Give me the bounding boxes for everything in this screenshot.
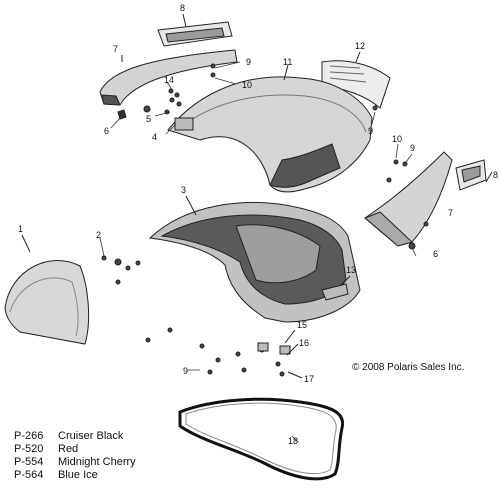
callout-17: 17: [304, 374, 314, 384]
color-code-legend: P-266 Cruiser Black P-520 Red P-554 Midnigh…: [14, 430, 136, 482]
callout-labels: 8 7 9 10 11 12 14 5 6 4 9 10 9 8 7 6 3 1…: [18, 3, 498, 446]
legend-color: Red: [58, 443, 79, 455]
legend-color: Midnight Cherry: [58, 456, 136, 468]
callout-8-top: 8: [180, 3, 185, 13]
part-18-gasket: [178, 397, 345, 481]
callout-12: 12: [355, 41, 365, 51]
callout-9-bottom: 9: [183, 366, 188, 376]
callout-7-right: 7: [448, 208, 453, 218]
callout-6-right: 6: [433, 249, 438, 259]
callout-11: 11: [283, 57, 292, 67]
callout-4: 4: [152, 132, 157, 142]
part-2-fasteners: [101, 255, 141, 285]
legend-row: P-520 Red: [14, 443, 136, 456]
legend-row: P-554 Midnight Cherry: [14, 456, 136, 469]
callout-2: 2: [96, 230, 101, 240]
part-11-lid: [167, 64, 373, 193]
callout-9-mid: 9: [368, 126, 373, 136]
callout-5: 5: [146, 114, 151, 124]
part-7-right-trim: [364, 151, 453, 247]
legend-color: Blue Ice: [58, 469, 98, 481]
part-3-trunk-body: [148, 195, 361, 323]
leader-lines: [99, 61, 417, 443]
part-8-right-reflector: [455, 159, 493, 191]
part-8-top-reflector: [157, 13, 233, 47]
copyright-text: © 2008 Polaris Sales Inc.: [352, 362, 464, 373]
part-6-left-pad: [117, 109, 127, 120]
callout-9-right: 9: [410, 143, 415, 153]
callout-18: 18: [288, 436, 298, 446]
parts-4-5-14-hardware: [143, 63, 378, 131]
callout-13: 13: [346, 265, 356, 275]
part-12-lid-trim: [321, 51, 391, 109]
callout-7-left: 7: [113, 44, 118, 54]
callout-8-right: 8: [493, 170, 498, 180]
callout-10-right: 10: [392, 134, 402, 144]
legend-row: P-266 Cruiser Black: [14, 430, 136, 443]
legend-code: P-266: [14, 430, 44, 442]
legend-color: Cruiser Black: [58, 430, 124, 442]
callout-1: 1: [18, 224, 23, 234]
part-1-outer-shell: [4, 234, 90, 345]
callout-3: 3: [181, 185, 186, 195]
legend-code: P-554: [14, 456, 44, 468]
part-13-bracket: [321, 275, 351, 301]
callout-14: 14: [164, 75, 174, 85]
parts-15-17-fasteners: [145, 327, 303, 379]
legend-code: P-520: [14, 443, 44, 455]
callout-9-top: 9: [246, 57, 251, 67]
legend-code: P-564: [14, 469, 44, 481]
right-hardware: [386, 159, 429, 250]
part-7-left-trim: [99, 49, 238, 106]
callout-15: 15: [297, 320, 307, 330]
callout-6-left: 6: [104, 126, 109, 136]
callout-16: 16: [299, 338, 309, 348]
legend-row: P-564 Blue Ice: [14, 469, 136, 482]
callout-10-top: 10: [242, 80, 252, 90]
